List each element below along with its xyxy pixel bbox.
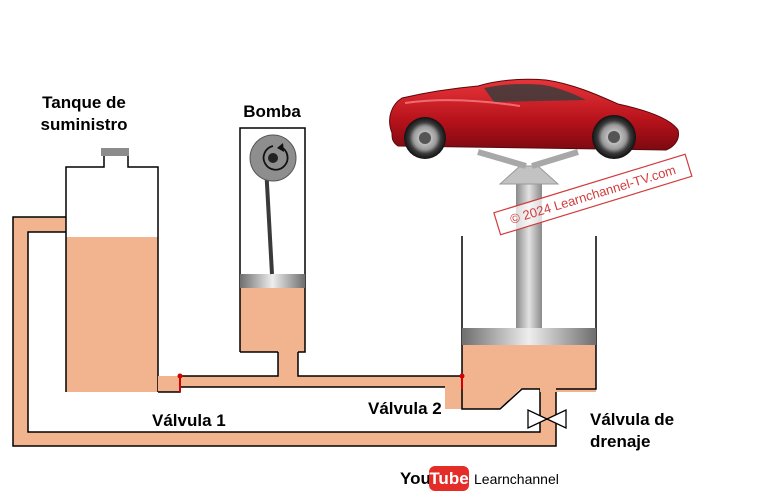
valve-2-label: Válvula 2 [368,399,442,418]
supply-tank [65,148,159,392]
drain-valve[interactable] [527,408,567,430]
lift-cone [498,165,560,185]
tank-label-line2: suministro [41,115,128,134]
pump-piston [240,274,305,288]
youtube-channel-logo[interactable]: You Tube Learnchannel [400,466,559,491]
drain-valve-label-line2: drenaje [590,432,650,451]
car [389,78,679,159]
tank-cap [101,148,129,156]
pump [239,127,306,353]
valve-1[interactable] [177,373,183,393]
drain-valve-label-line1: Válvula de [590,410,674,429]
youtube-you-text: You [400,469,431,488]
valve-1-label: Válvula 1 [152,411,226,430]
valve-2[interactable] [459,373,465,390]
lift-piston [462,328,596,345]
rotation-arrow-icon [262,145,289,171]
tank-label-line1: Tanque de [42,93,126,112]
youtube-tube-badge [429,466,469,491]
youtube-tube-text: Tube [429,469,468,488]
youtube-channel-name: Learnchannel [474,471,559,487]
main-pipe [158,350,462,409]
pump-label: Bomba [243,102,301,121]
pump-rod [264,165,274,275]
